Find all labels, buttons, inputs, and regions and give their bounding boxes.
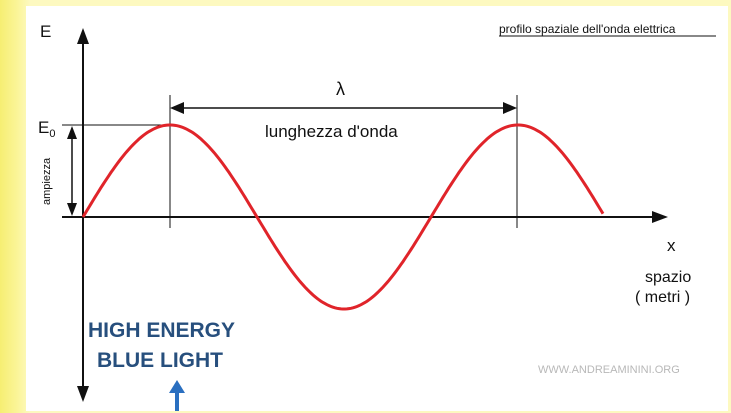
e0-main: E — [38, 118, 49, 137]
badge-line-2: BLUE LIGHT — [97, 349, 223, 372]
x-axis-label: x — [667, 236, 676, 255]
y-axis-arrow-down — [77, 386, 89, 402]
y-axis-label: E — [40, 22, 51, 41]
diagram-panel — [26, 6, 728, 411]
diagram-caption: profilo spaziale dell'onda elettrica — [499, 22, 676, 36]
e0-label: E0 — [38, 118, 55, 140]
badge-line-1: HIGH ENERGY — [88, 319, 235, 342]
e0-subscript: 0 — [49, 128, 55, 140]
watermark: WWW.ANDREAMININI.ORG — [538, 364, 680, 376]
lambda-symbol: λ — [336, 79, 345, 99]
wavelength-arrow-left — [170, 102, 184, 114]
x-axis-arrow — [652, 211, 668, 223]
amplitude-arrow-bottom — [67, 203, 77, 216]
wavelength-label: lunghezza d'onda — [265, 122, 398, 141]
x-axis-description-2: ( metri ) — [635, 289, 690, 306]
sine-wave — [81, 123, 605, 311]
blue-arrow-icon — [169, 380, 185, 393]
amplitude-label: ampiezza — [41, 157, 53, 205]
y-axis-arrow-up — [77, 28, 89, 44]
x-axis-description-1: spazio — [645, 269, 691, 286]
amplitude-arrow-top — [67, 126, 77, 139]
wavelength-arrow-right — [503, 102, 517, 114]
